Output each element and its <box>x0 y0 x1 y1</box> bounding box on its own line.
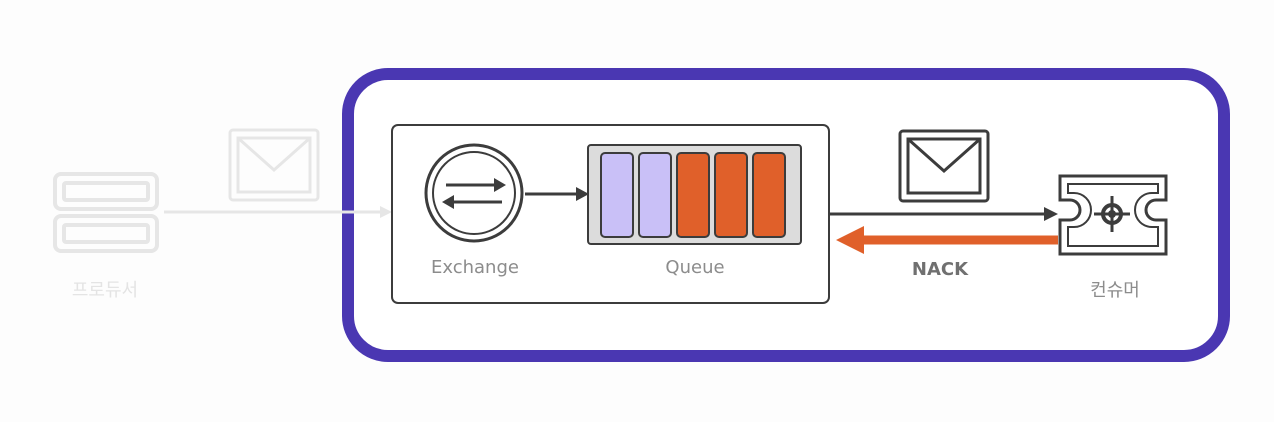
exchange-to-queue-arrow <box>525 187 589 201</box>
consumer-label: 컨슈머 <box>1090 280 1140 301</box>
server-icon <box>53 172 159 253</box>
envelope-icon <box>228 128 320 202</box>
queue-message-ready <box>752 152 786 238</box>
nack-arrow <box>836 226 1058 254</box>
queue-to-consumer-arrow <box>829 207 1058 221</box>
exchange-label: Exchange <box>431 257 519 278</box>
nack-label: NACK <box>911 259 969 280</box>
producer-label: 프로듀서 <box>71 280 139 301</box>
queue-message-pending <box>600 152 634 238</box>
producer-to-exchange-arrow <box>164 206 392 218</box>
queue-message-ready <box>676 152 710 238</box>
queue-message-ready <box>714 152 748 238</box>
queue-label: Queue <box>665 257 725 278</box>
exchange-arrows-icon <box>424 143 524 243</box>
queue-slots <box>600 152 786 238</box>
envelope-icon <box>898 129 990 203</box>
consumer-target-icon <box>1058 174 1168 256</box>
queue-message-pending <box>638 152 672 238</box>
